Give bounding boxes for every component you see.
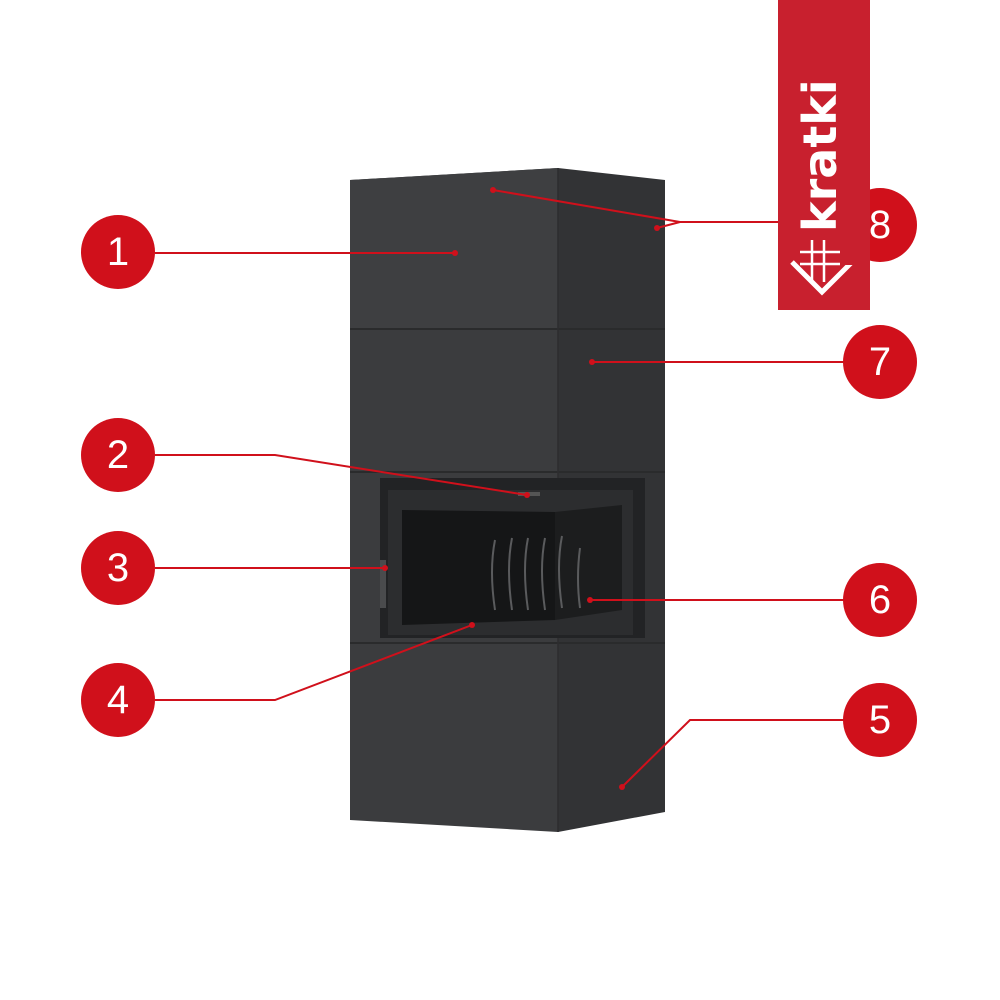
svg-text:1: 1 <box>107 230 129 274</box>
svg-text:4: 4 <box>107 678 129 722</box>
firebox-ribs <box>491 535 581 611</box>
svg-text:8: 8 <box>869 203 891 247</box>
svg-text:5: 5 <box>869 698 891 742</box>
fireplace-door-glass <box>402 510 555 625</box>
leader-lines <box>155 189 845 788</box>
svg-text:kratki: kratki <box>793 79 847 232</box>
callout-7: 7 <box>843 325 917 399</box>
svg-text:2: 2 <box>107 433 129 477</box>
callout-5: 5 <box>843 683 917 757</box>
callout-3: 3 <box>81 531 155 605</box>
callout-8: 8 <box>843 185 917 265</box>
callout-4: 4 <box>81 663 155 737</box>
svg-text:3: 3 <box>107 546 129 590</box>
leader-dots <box>382 187 660 790</box>
svg-text:7: 7 <box>869 340 891 384</box>
callout-2: 2 <box>81 418 155 492</box>
door-handle <box>380 560 386 608</box>
fireplace-stove <box>350 168 665 832</box>
callout-1: 1 <box>81 215 155 289</box>
top-block-front <box>350 168 558 328</box>
fireplace-side-glass <box>555 505 622 620</box>
svg-text:6: 6 <box>869 578 891 622</box>
callout-6: 6 <box>843 563 917 637</box>
